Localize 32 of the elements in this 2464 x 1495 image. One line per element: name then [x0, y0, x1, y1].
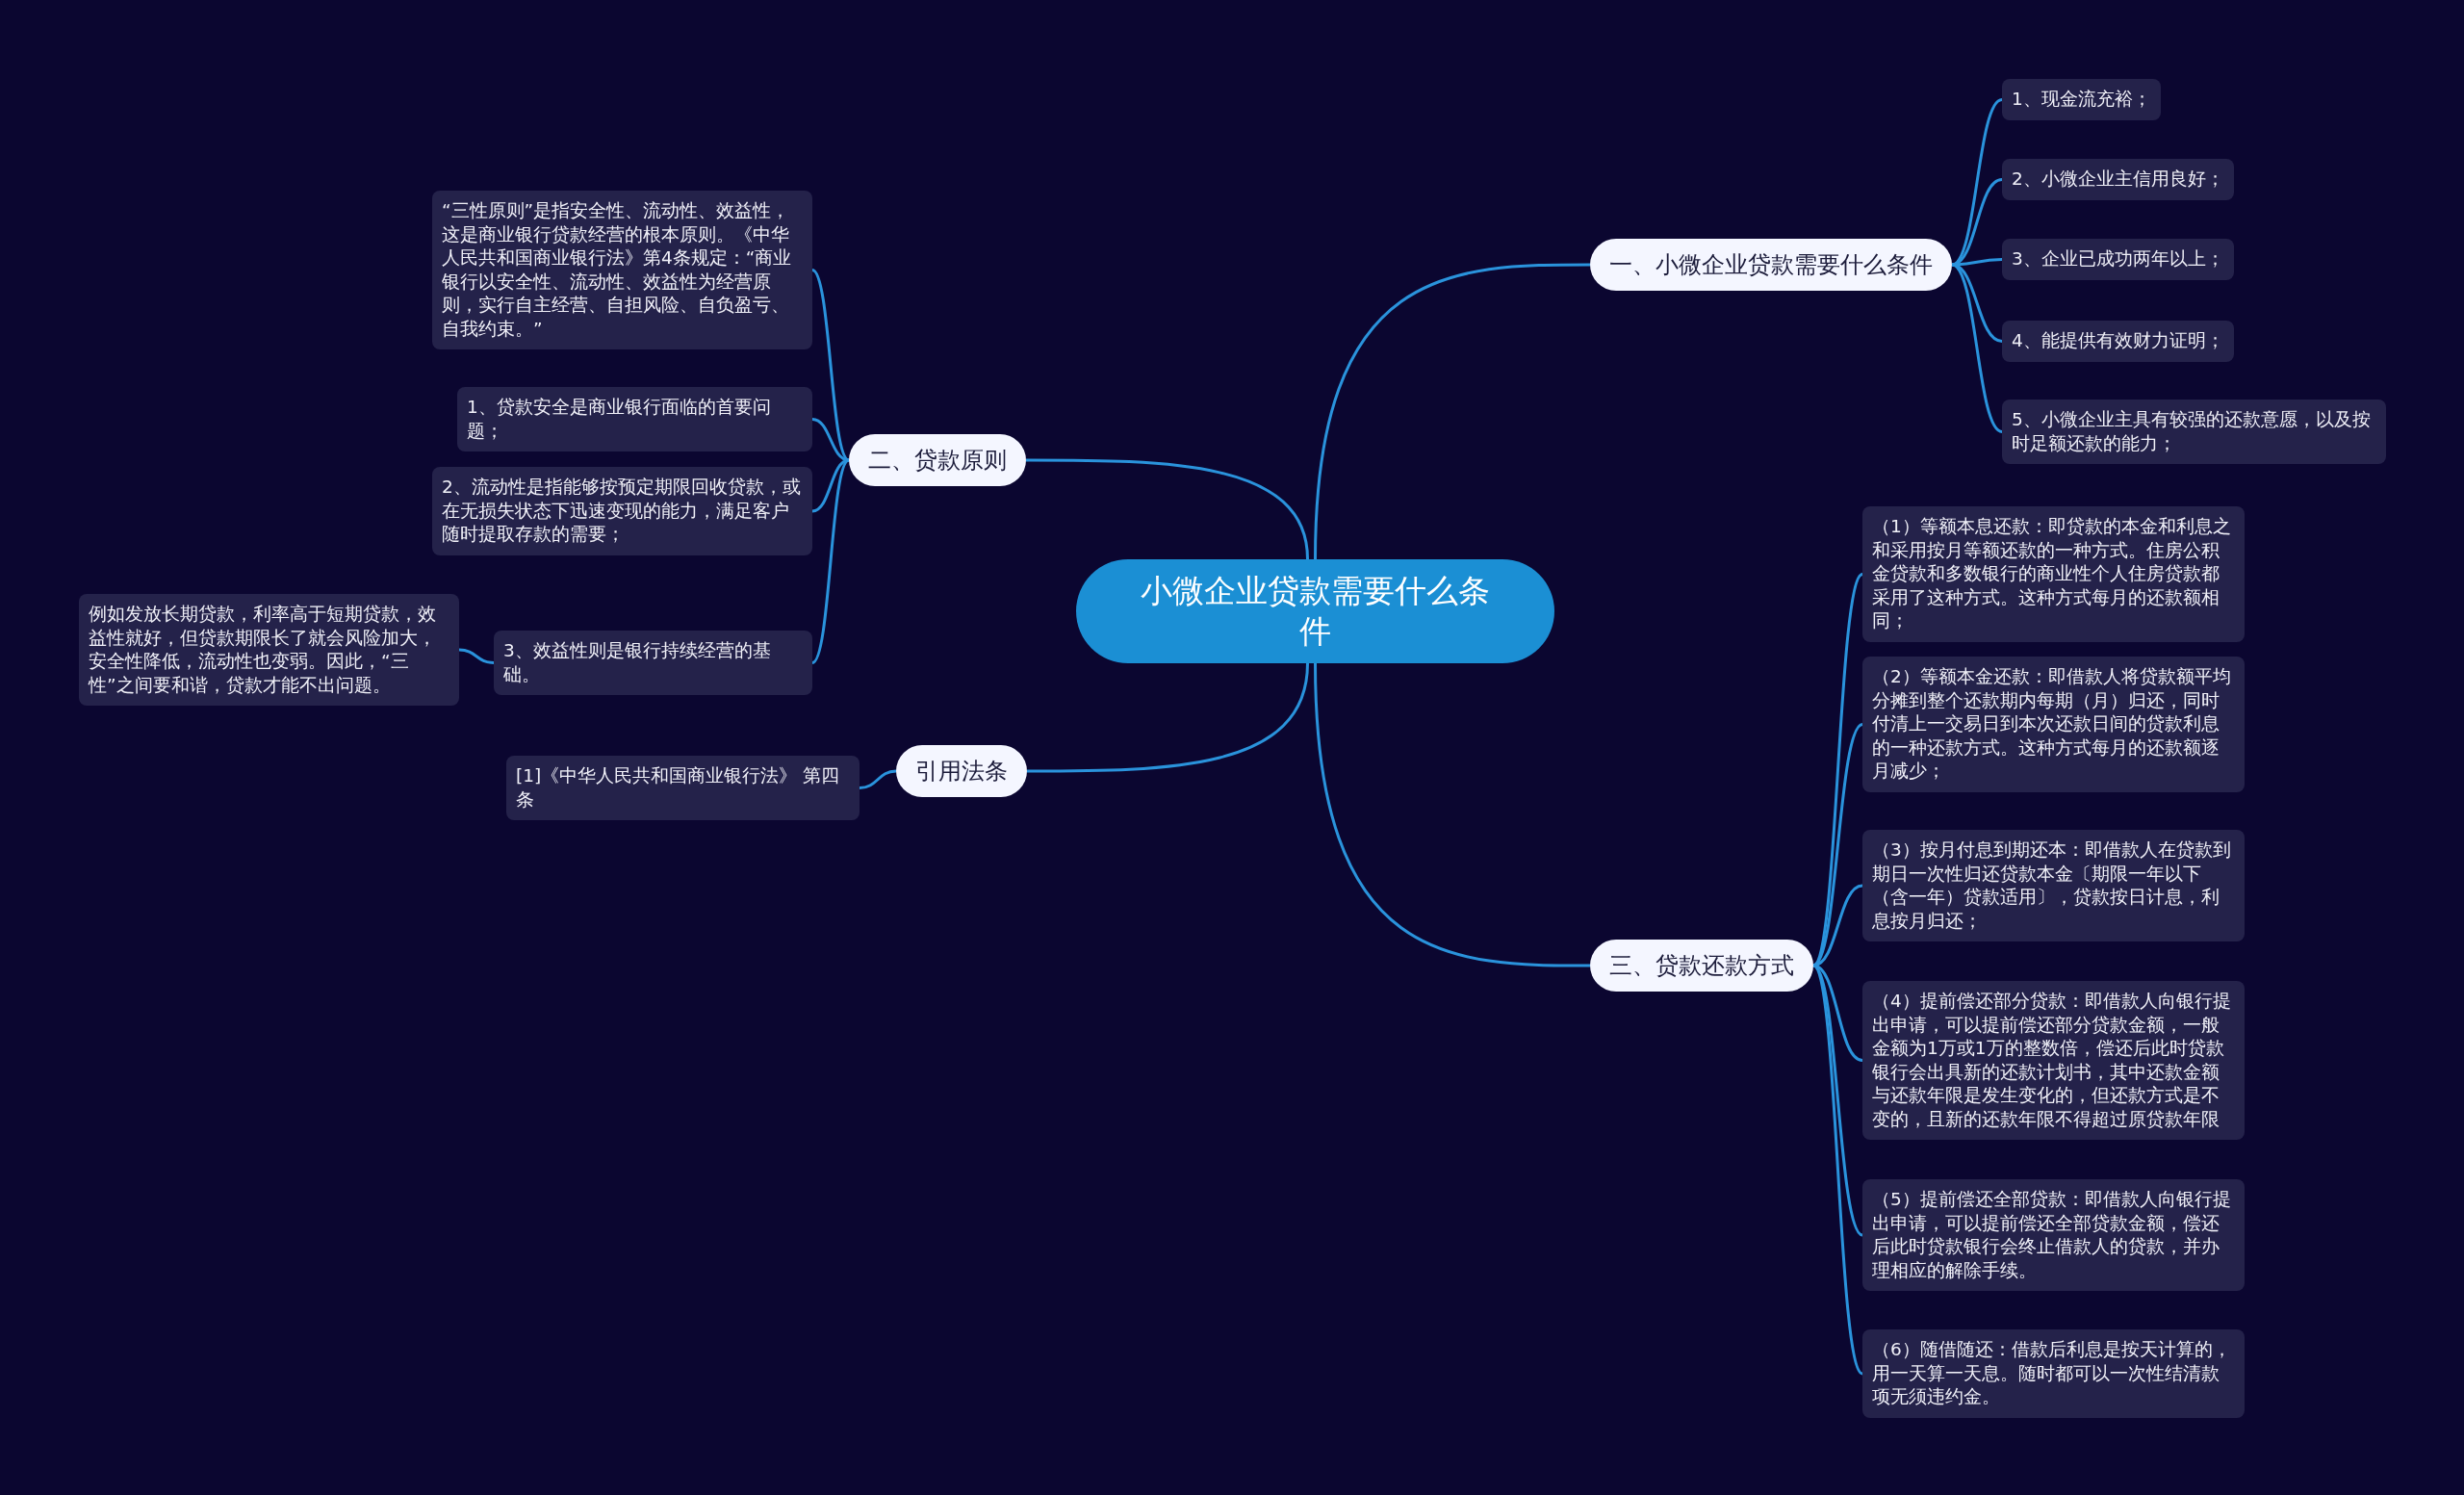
note-box: 3、企业已成功两年以上；: [2002, 239, 2234, 280]
note-box: （6）随借随还：借款后利息是按天计算的，用一天算一天息。随时都可以一次性结清款项无须违约金。: [1862, 1329, 2245, 1418]
connector-line: [1026, 458, 1309, 560]
note-box: “三性原则”是指安全性、流动性、效益性，这是商业银行贷款经营的根本原则。《中华人民共和国商业银行法》第4条规定：“商业银行以安全性、流动性、效益性为经营原则，实行自主经营、自担风险、自负盈亏、自我约束。”: [432, 191, 812, 349]
note-box: （3）按月付息到期还本：即借款人在贷款到期日一次性归还贷款本金〔期限一年以下（含一年）贷款适用〕，贷款按日计息，利息按月归还；: [1862, 830, 2245, 941]
connector-line: [1811, 965, 1864, 1375]
note-box: （2）等额本金还款：即借款人将贷款额平均分摊到整个还款期内每期（月）归还，同时付清上一交易日到本次还款日间的贷款利息的一种还款方式。这种方式每月的还款额逐月减少；: [1862, 657, 2245, 792]
note-box: 4、能提供有效财力证明；: [2002, 321, 2234, 362]
connector-line: [1314, 662, 1590, 967]
central-topic: 小微企业贷款需要什么条件: [1076, 559, 1554, 663]
note-box: 5、小微企业主具有较强的还款意愿，以及按时足额还款的能力；: [2002, 400, 2386, 464]
connector-line: [810, 458, 851, 664]
branch-topic: 一、小微企业贷款需要什么条件: [1590, 239, 1952, 291]
note-box: （5）提前偿还全部贷款：即借款人向银行提出申请，可以提前偿还全部贷款金额，偿还后此时贷款银行会终止借款人的贷款，并办理相应的解除手续。: [1862, 1179, 2245, 1291]
note-box: [1]《中华人民共和国商业银行法》 第四条: [506, 756, 860, 820]
note-box: 例如发放长期贷款，利率高于短期贷款，效益性就好，但贷款期限长了就会风险加大，安全性降低，流动性也变弱。因此，“三性”之间要和谐，贷款才能不出问题。: [79, 594, 459, 706]
note-box: 1、现金流充裕；: [2002, 79, 2161, 120]
connector-line: [1027, 662, 1309, 773]
connector-line: [811, 418, 850, 462]
branch-topic: 二、贷款原则: [849, 434, 1026, 486]
connector-line: [1314, 263, 1590, 560]
branch-topic: 引用法条: [896, 745, 1027, 797]
connector-line: [1951, 263, 2003, 433]
note-box: 3、效益性则是银行持续经营的基础。: [494, 631, 812, 695]
note-box: （1）等额本息还款：即贷款的本金和利息之和采用按月等额还款的一种方式。住房公积金贷款和多数银行的商业性个人住房贷款都采用了这种方式。这种方式每月的还款额相同；: [1862, 506, 2245, 642]
connector-line: [458, 648, 495, 664]
note-box: 1、贷款安全是商业银行面临的首要问题；: [457, 387, 812, 451]
note-box: 2、小微企业主信用良好；: [2002, 159, 2234, 200]
branch-topic: 三、贷款还款方式: [1590, 940, 1813, 992]
connector-line: [859, 769, 897, 789]
note-box: 2、流动性是指能够按预定期限回收贷款，或在无损失状态下迅速变现的能力，满足客户随时提取存款的需要；: [432, 467, 812, 555]
note-box: （4）提前偿还部分贷款：即借款人向银行提出申请，可以提前偿还部分贷款金额，一般金额为1万或1万的整数倍，偿还后此时贷款银行会出具新的还款计划书，其中还款金额与还款年限是发生变化的，但还款方式是不变的，且新的还款年限不得超过原贷款年限: [1862, 981, 2245, 1140]
